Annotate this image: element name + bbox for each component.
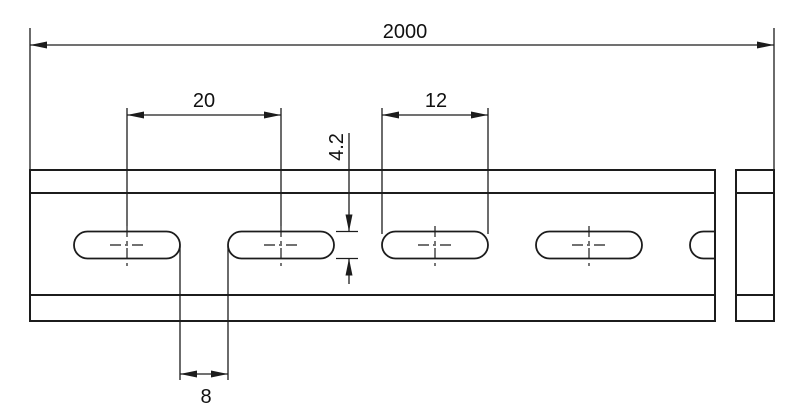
- rail-slots: [73, 230, 715, 260]
- dim-label-slot-length: 12: [425, 90, 447, 112]
- arrowhead-right: [211, 370, 228, 378]
- arrowhead-left: [127, 111, 144, 119]
- dim-label-slot-pitch: 20: [193, 90, 215, 112]
- slot-5-partial: [689, 230, 715, 260]
- arrowhead-down: [345, 214, 353, 232]
- arrowhead-right: [264, 111, 281, 119]
- dim-label-overall-length: 2000: [383, 21, 428, 43]
- rail-body: [29, 169, 716, 322]
- dim-slot-pitch: 20: [126, 90, 282, 226]
- arrowhead-up: [345, 258, 353, 276]
- slot-centerlines: [110, 226, 606, 268]
- arrowhead-left: [382, 111, 399, 119]
- dim-slot-width: 4.2: [326, 133, 358, 284]
- arrowhead-left: [30, 41, 47, 49]
- arrowhead-right: [471, 111, 488, 119]
- arrowhead-left: [180, 370, 197, 378]
- dim-slot-length: 12: [381, 90, 489, 234]
- dim-slot-gap: 8: [179, 246, 229, 408]
- dim-overall-length: 2000: [29, 21, 775, 170]
- rail-outline: [29, 169, 716, 322]
- arrowhead-right: [757, 41, 774, 49]
- dim-label-slot-width: 4.2: [326, 133, 348, 161]
- dim-label-slot-gap: 8: [200, 386, 211, 408]
- end-piece-outline: [735, 169, 775, 322]
- rail-end-piece: [735, 169, 775, 322]
